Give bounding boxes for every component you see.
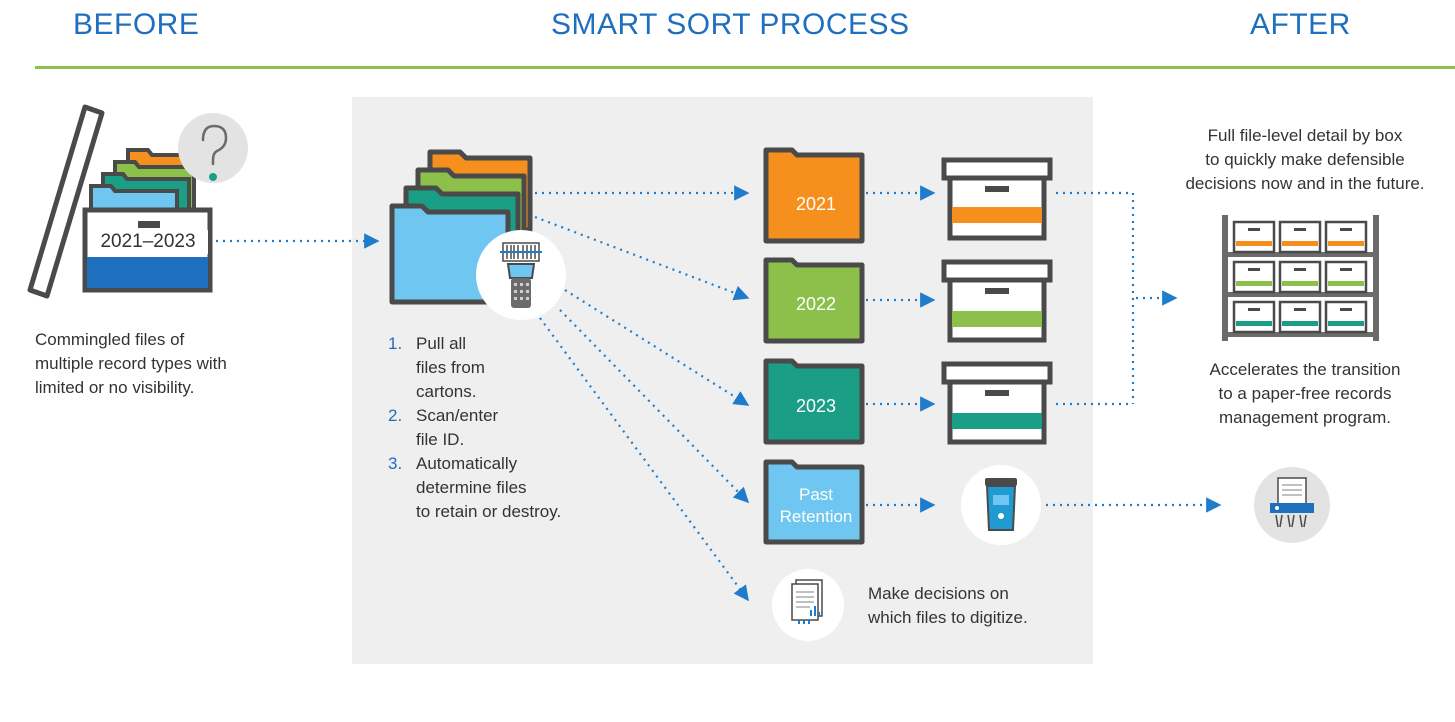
header-divider (35, 66, 1455, 69)
archive-box-2023 (941, 361, 1053, 445)
step-2: 2. Scan/enter file ID. (388, 404, 618, 452)
after-bottom-line: management program. (1219, 408, 1391, 427)
barcode-scanner-icon (476, 230, 566, 320)
before-box-label: 2021–2023 (88, 230, 208, 254)
before-desc-line: Commingled files of (35, 330, 185, 349)
folder-2021 (763, 147, 865, 244)
shred-bin-icon (961, 465, 1041, 545)
folder-2023 (763, 358, 865, 445)
header-before: BEFORE (73, 8, 200, 41)
after-bottom-line: Accelerates the transition (1209, 360, 1401, 379)
archive-box-2022 (941, 259, 1053, 343)
step-line: file ID. (416, 430, 465, 449)
after-top-line: Full file-level detail by box (1207, 126, 1403, 145)
step-number: 1. (388, 334, 403, 353)
step-line: Pull all (416, 334, 467, 353)
after-top-line: decisions now and in the future. (1185, 174, 1425, 193)
after-top-line: to quickly make defensible (1205, 150, 1405, 169)
step-line: files from (416, 358, 485, 377)
shredder-icon (1254, 467, 1330, 543)
step-line: Automatically (416, 454, 518, 473)
arrow-to-past-retention (559, 309, 750, 504)
after-top-description: Full file-level detail by box to quickly… (1160, 124, 1450, 196)
folder-past-retention (763, 459, 865, 545)
shelving-icon (1222, 215, 1379, 341)
document-digitize-icon (772, 569, 844, 641)
folder-label-line: Retention (779, 507, 853, 526)
digitize-line: which files to digitize. (868, 608, 1028, 627)
folder-label-2023: 2023 (795, 396, 837, 416)
step-3: 3. Automatically determine files to reta… (388, 452, 618, 524)
arrow-to-digitize (539, 317, 749, 602)
digitize-line: Make decisions on (868, 584, 1009, 603)
folder-label-2021: 2021 (795, 194, 837, 214)
before-desc-line: limited or no visibility. (35, 378, 195, 397)
header-after: AFTER (1250, 8, 1351, 41)
question-icon (178, 113, 248, 183)
folder-2022 (763, 257, 865, 344)
merge-connector (1056, 191, 1135, 406)
before-description: Commingled files of multiple record type… (35, 328, 295, 400)
folder-label-2022: 2022 (795, 294, 837, 314)
step-line: cartons. (416, 382, 477, 401)
step-number: 3. (388, 454, 403, 473)
step-number: 2. (388, 406, 403, 425)
header-process: SMART SORT PROCESS (551, 8, 910, 41)
step-line: Scan/enter (416, 406, 499, 425)
folder-label-line: Past (798, 485, 834, 504)
archive-box-2021 (941, 157, 1053, 241)
arrow-to-2023 (564, 289, 750, 406)
after-bottom-line: to a paper-free records (1218, 384, 1392, 403)
before-box-illustration (27, 104, 213, 299)
process-steps: 1. Pull all files from cartons. 2. Scan/… (388, 332, 618, 524)
folder-label-past-retention: Past Retention (768, 484, 864, 528)
step-1: 1. Pull all files from cartons. (388, 332, 618, 404)
arrow-to-2022 (534, 215, 750, 301)
digitize-description: Make decisions on which files to digitiz… (868, 582, 1088, 630)
after-bottom-description: Accelerates the transition to a paper-fr… (1160, 358, 1450, 430)
before-desc-line: multiple record types with (35, 354, 227, 373)
step-line: to retain or destroy. (416, 502, 562, 521)
step-line: determine files (416, 478, 527, 497)
